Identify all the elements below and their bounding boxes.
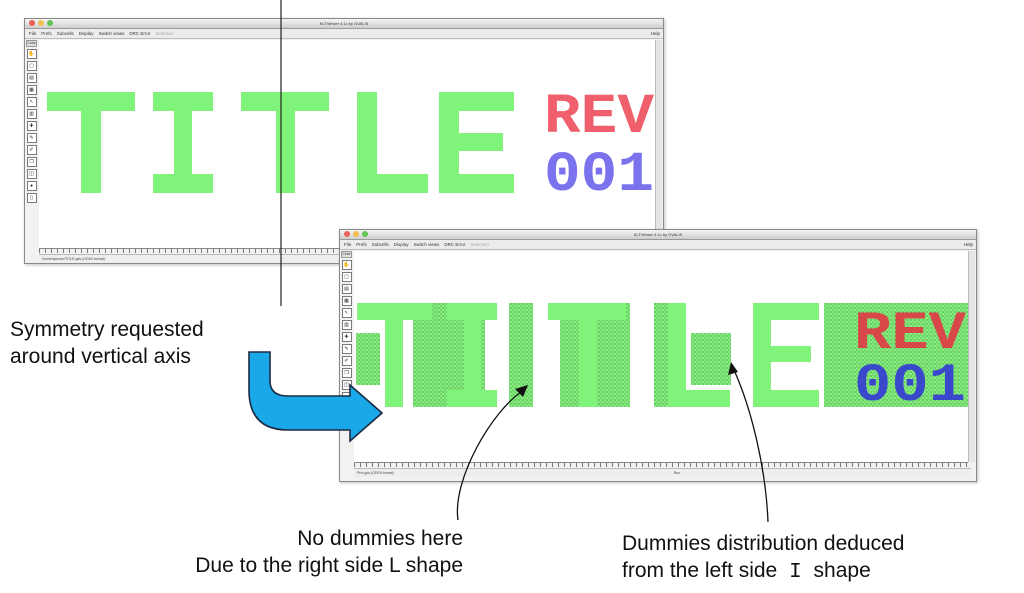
file-path: Prot.gds (GDSII format)	[357, 471, 394, 475]
title-bar[interactable]: KLTViewer 4.1c by GVALIS	[25, 19, 663, 29]
pointer-icon[interactable]: ↖	[341, 308, 352, 318]
rev-number-text: 001	[854, 356, 966, 417]
zoom-button[interactable]	[47, 20, 53, 26]
minimize-button[interactable]	[38, 20, 44, 26]
run-status: Run	[673, 471, 681, 475]
menu-bar: File Prefs Subcells Display Switch views…	[25, 29, 663, 39]
dummies-line2-suffix: shape	[813, 559, 871, 582]
layout-letter-i	[153, 92, 213, 193]
layout-window-original: KLTViewer 4.1c by GVALIS File Prefs Subc…	[24, 18, 664, 264]
dummies-line1: Dummies distribution deduced	[622, 532, 905, 555]
minimize-button[interactable]	[353, 231, 359, 237]
menu-subcells[interactable]: Subcells	[371, 242, 389, 247]
no-dummies-label: No dummies here Due to the right side L …	[128, 525, 463, 579]
hand-icon[interactable]: ✋	[341, 260, 352, 270]
status-bar: Prot.gds (GDSII format) Run	[354, 468, 971, 477]
crosshair-icon[interactable]: ✚	[341, 332, 352, 342]
title-bar[interactable]: KLTViewer 4.1c by GVALIS	[340, 230, 976, 240]
hand-icon[interactable]: ✋	[26, 49, 37, 59]
copy-icon[interactable]: ❐	[341, 368, 352, 378]
zoom-box-icon[interactable]: ▢	[341, 272, 352, 282]
menu-display[interactable]: Display	[78, 31, 94, 36]
no-dummies-line2: Due to the right side L shape	[195, 554, 463, 577]
dummies-line2: from the left side I shape	[622, 557, 904, 586]
menu-prefs[interactable]: Prefs	[41, 31, 52, 36]
ruler-icon[interactable]: ▦	[26, 85, 37, 95]
zoom-box-icon[interactable]: ▢	[26, 61, 37, 71]
menu-selection: Selection	[155, 31, 174, 36]
no-dummies-arrowhead	[515, 385, 528, 397]
dummies-distribution-label: Dummies distribution deduced from the le…	[622, 530, 904, 586]
zoom-button[interactable]	[362, 231, 368, 237]
file-path: /home/cjeroux/TITLE.gds (GDSII format)	[42, 257, 105, 261]
layout-window-symmetric: KLTViewer 4.1c by GVALIS File Prefs Subc…	[339, 229, 977, 482]
pointer-icon[interactable]: ↖	[26, 97, 37, 107]
close-button[interactable]	[29, 20, 35, 26]
menu-bar: File Prefs Subcells Display Switch views…	[340, 240, 976, 250]
dummies-line2-prefix: from the left side	[622, 559, 778, 582]
layout-letter-i	[447, 303, 497, 407]
menu-switch-views[interactable]: Switch views	[413, 242, 440, 247]
color-button[interactable]: Color	[26, 40, 37, 47]
rev-text: REV	[854, 304, 967, 365]
edit-icon[interactable]: ✐	[26, 145, 37, 155]
layout-drawing: REV 001	[47, 86, 655, 208]
symmetry-label: Symmetry requested around vertical axis	[10, 316, 204, 370]
edit-icon[interactable]: ✐	[341, 356, 352, 366]
menu-prefs[interactable]: Prefs	[356, 242, 367, 247]
layout-letter-t1	[357, 303, 432, 407]
layers-icon[interactable]: ▤	[26, 73, 37, 83]
menu-selection: Selection	[470, 242, 489, 247]
layout-letter-t2	[548, 303, 626, 407]
symmetry-label-line1: Symmetry requested	[10, 318, 204, 341]
grid-icon[interactable]: ▥	[341, 320, 352, 330]
rev-text: REV	[544, 86, 655, 150]
menu-help[interactable]: Help	[650, 31, 660, 36]
layout-drawing: REV 001	[356, 303, 968, 417]
menu-file[interactable]: File	[29, 31, 37, 36]
dummies-arrowhead	[728, 362, 738, 375]
menu-drc-error[interactable]: DRC Error	[129, 31, 151, 36]
grid-icon[interactable]: ▥	[26, 109, 37, 119]
pen-icon[interactable]: ✎	[26, 133, 37, 143]
copy-icon[interactable]: ❐	[26, 157, 37, 167]
symmetry-arrow	[248, 351, 384, 443]
eye-icon[interactable]: ●	[26, 181, 37, 191]
menu-display[interactable]: Display	[393, 242, 409, 247]
horizontal-ruler	[354, 462, 968, 467]
layout-letter-l	[357, 92, 428, 193]
rev-number-text: 001	[544, 144, 654, 208]
no-dummies-line1: No dummies here	[297, 527, 463, 550]
layout-letter-e	[753, 303, 819, 407]
layout-letter-l	[668, 303, 730, 407]
select-icon[interactable]: ◫	[26, 169, 37, 179]
file-icon[interactable]: ▯	[26, 193, 37, 203]
vertical-scrollbar[interactable]	[655, 40, 662, 248]
vertical-scrollbar[interactable]	[968, 251, 975, 462]
window-title: KLTViewer 4.1c by GVALIS	[633, 232, 683, 237]
dummies-pointer	[733, 369, 769, 523]
layers-icon[interactable]: ▤	[341, 284, 352, 294]
ruler-icon[interactable]: ▦	[341, 296, 352, 306]
color-button[interactable]: Color	[341, 251, 352, 258]
menu-switch-views[interactable]: Switch views	[98, 31, 125, 36]
layout-letter-e	[439, 92, 514, 193]
layout-letter-t1	[47, 92, 135, 193]
menu-file[interactable]: File	[344, 242, 352, 247]
no-dummies-pointer	[456, 389, 525, 521]
dummies-line2-letter: I	[789, 561, 802, 584]
tool-palette: Color ✋ ▢ ▤ ▦ ↖ ▥ ✚ ✎ ✐ ❐ ◫ ● ▯	[26, 40, 37, 203]
symmetry-label-line2: around vertical axis	[10, 345, 191, 368]
layout-canvas[interactable]: REV 001	[354, 251, 968, 462]
pen-icon[interactable]: ✎	[341, 344, 352, 354]
crosshair-icon[interactable]: ✚	[26, 121, 37, 131]
menu-help[interactable]: Help	[963, 242, 973, 247]
menu-subcells[interactable]: Subcells	[56, 31, 74, 36]
layout-canvas[interactable]: REV 001	[39, 40, 655, 248]
menu-drc-error[interactable]: DRC Error	[444, 242, 466, 247]
window-title: KLTViewer 4.1c by GVALIS	[319, 21, 369, 26]
close-button[interactable]	[344, 231, 350, 237]
